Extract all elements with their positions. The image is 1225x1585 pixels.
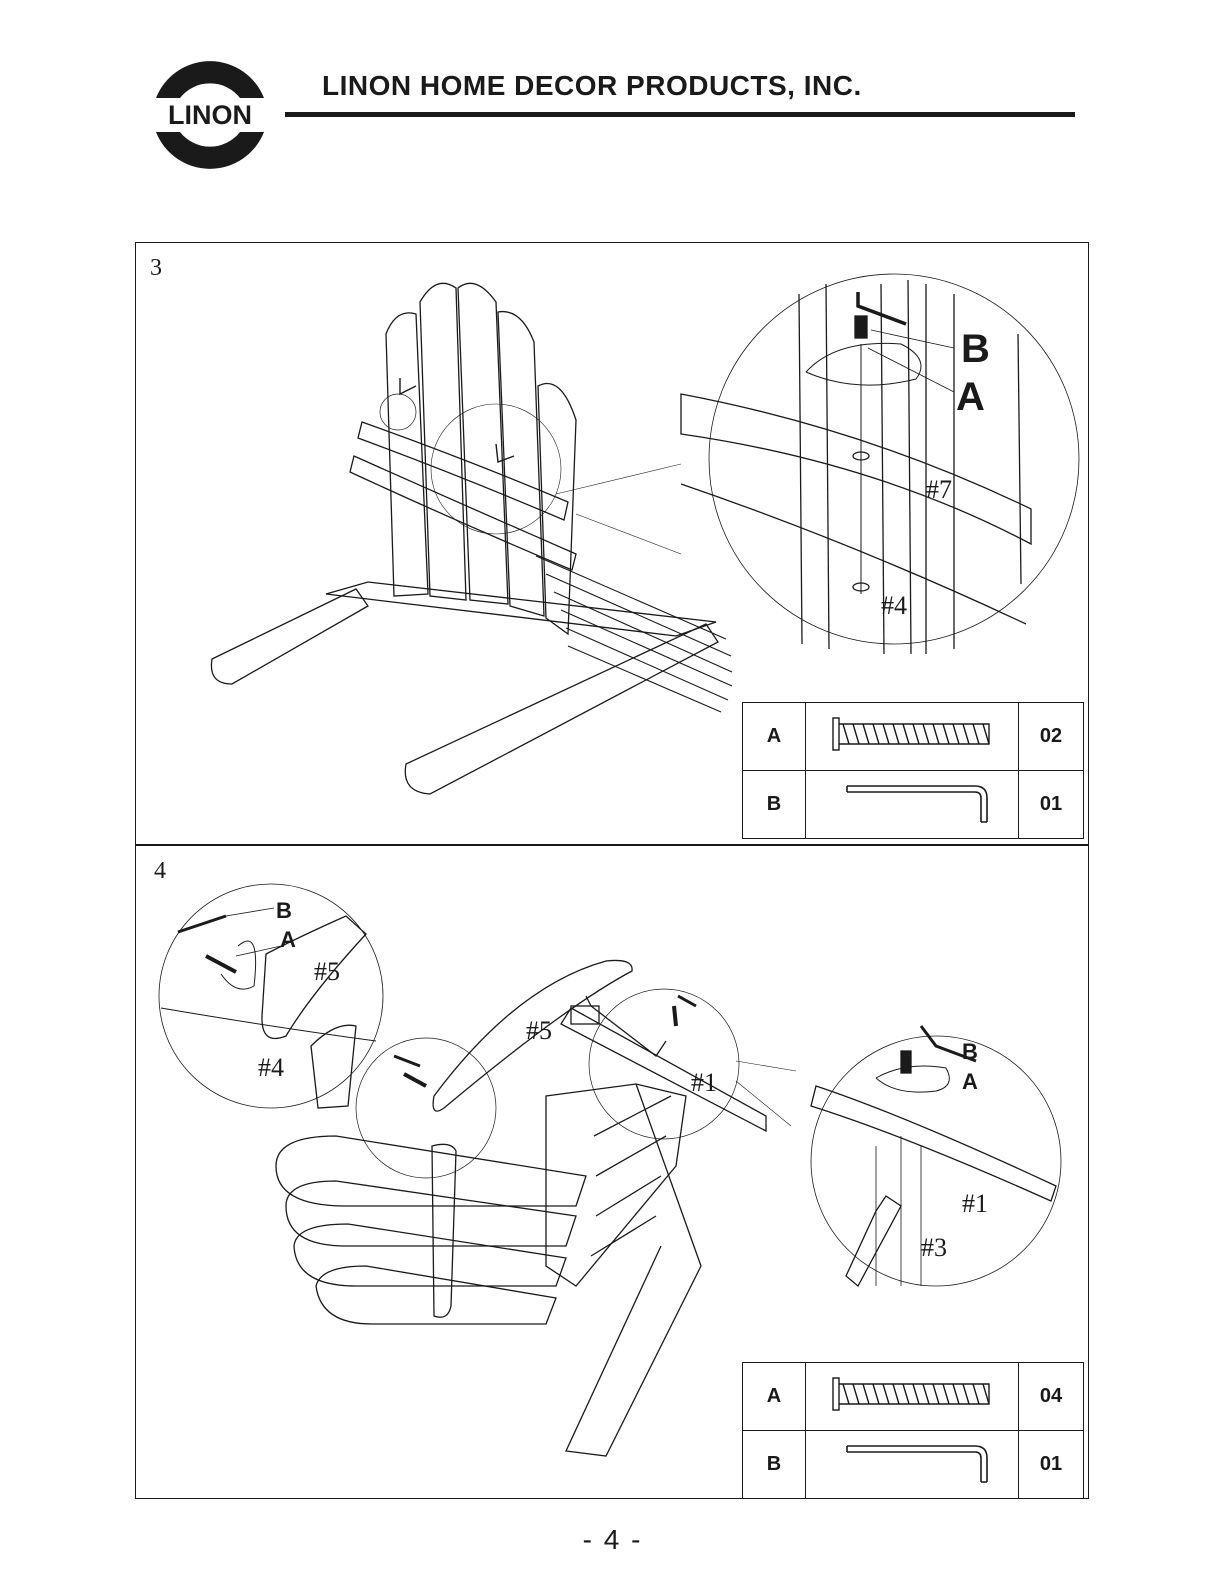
part-qty: 01 (1019, 1431, 1084, 1499)
step-4-main-callout-part-1: #1 (691, 1068, 717, 1097)
step-4-right-callout-part-3: #3 (921, 1233, 947, 1262)
part-letter: A (743, 1363, 806, 1431)
part-qty: 04 (1019, 1363, 1084, 1431)
step-4-main-callout-part-5: #5 (526, 1016, 552, 1045)
part-letter: A (743, 703, 806, 771)
step-4-left-callout-b: B (276, 898, 292, 923)
parts-row: B 01 (743, 1431, 1084, 1499)
parts-row: A 04 (743, 1363, 1084, 1431)
step-3-callout-b: B (961, 327, 990, 371)
step-4-left-callout-part-4: #4 (258, 1053, 284, 1082)
part-letter: B (743, 1431, 806, 1499)
step-4-parts-table: A 04 B 01 (742, 1362, 1084, 1499)
screw-icon (827, 1374, 997, 1414)
company-name: LINON HOME DECOR PRODUCTS, INC. (322, 70, 862, 102)
step-4-right-callout-b: B (962, 1039, 978, 1064)
part-qty: 02 (1019, 703, 1084, 771)
header-rule (285, 112, 1075, 117)
page-number: - 4 - (0, 1524, 1225, 1556)
step-3-callout-part-7: #7 (926, 475, 952, 504)
step-4-right-callout-part-1: #1 (962, 1189, 988, 1218)
screw-icon (827, 714, 997, 754)
linon-logo: LINON (140, 52, 280, 176)
part-qty: 01 (1019, 771, 1084, 839)
part-letter: B (743, 771, 806, 839)
logo-text: LINON (168, 100, 252, 130)
allen-key-icon (827, 1440, 997, 1484)
parts-row: A 02 (743, 703, 1084, 771)
step-3-parts-table: A 02 B 01 (742, 702, 1084, 839)
parts-row: B 01 (743, 771, 1084, 839)
step-4-right-callout-a: A (962, 1069, 978, 1094)
step-3-callout-a: A (956, 375, 985, 419)
step-3-callout-part-4: #4 (881, 591, 907, 620)
step-4-left-callout-part-5: #5 (314, 957, 340, 986)
allen-key-icon (827, 780, 997, 824)
step-4-left-callout-a: A (280, 927, 296, 952)
